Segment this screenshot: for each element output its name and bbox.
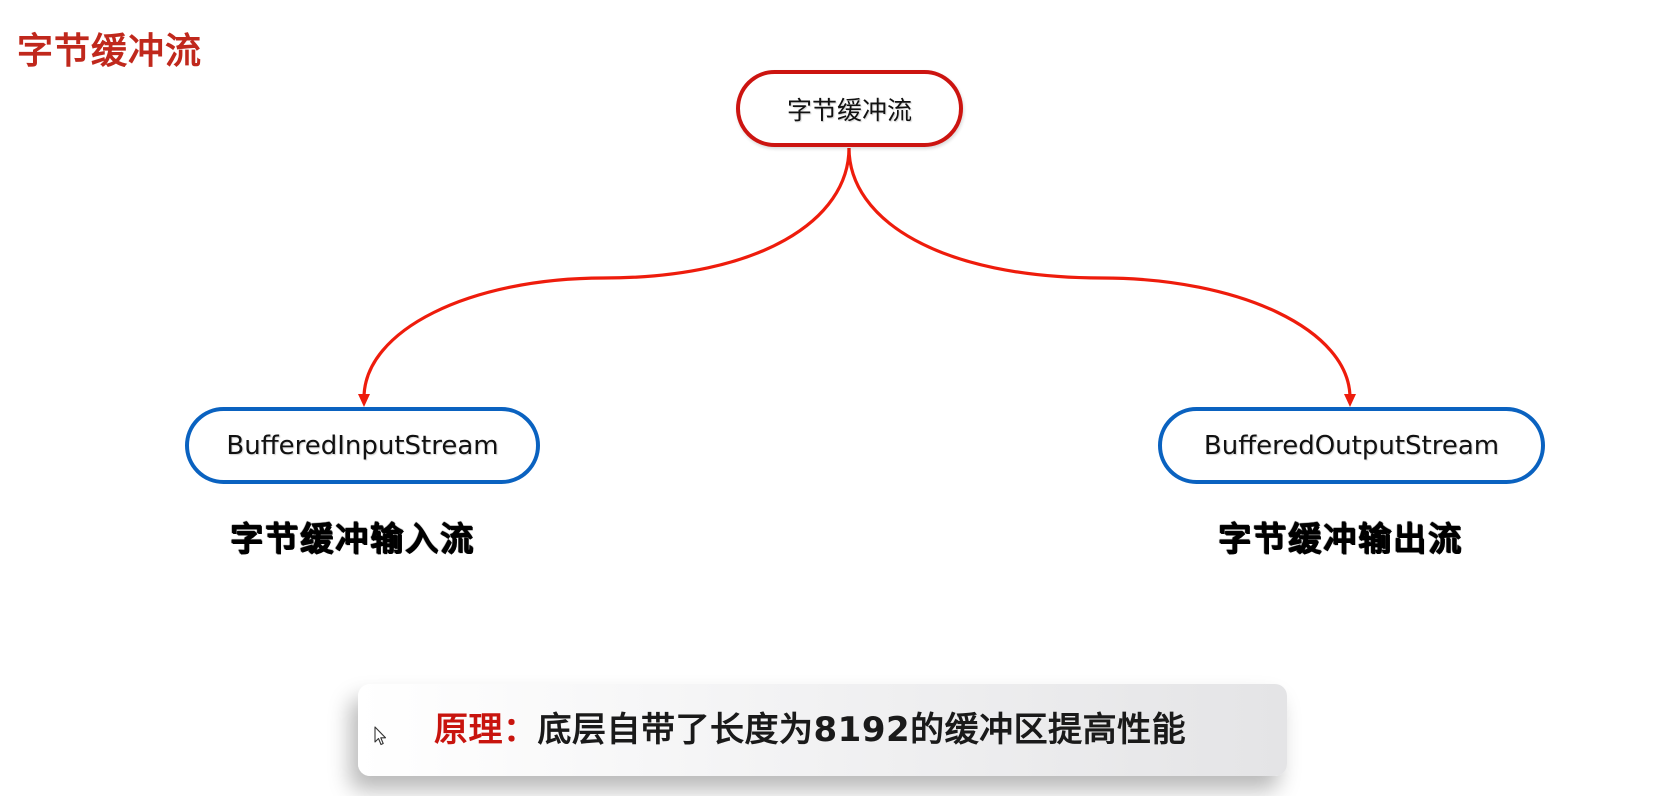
page-title: 字节缓冲流 [17, 31, 203, 72]
root-node-label: 字节缓冲流 [786, 95, 912, 125]
child-node-label: BufferedOutputStream [1203, 430, 1500, 461]
principle-caption: 原理：底层自带了长度为8192的缓冲区提高性能 [358, 684, 1287, 776]
child-sublabel-output: 字节缓冲输出流 [1218, 519, 1463, 558]
caption-key: 原理： [434, 710, 538, 750]
arrowhead-icon [358, 394, 370, 407]
caption-text: 原理：底层自带了长度为8192的缓冲区提高性能 [434, 702, 1186, 751]
child-sublabel-input: 字节缓冲输入流 [230, 519, 475, 558]
root-node: 字节缓冲流 [736, 70, 963, 147]
link-root-to-input [362, 147, 851, 399]
child-node-output: BufferedOutputStream [1158, 407, 1545, 484]
link-root-to-output [847, 147, 1352, 399]
child-node-input: BufferedInputStream [185, 407, 540, 484]
child-node-label: BufferedInputStream [226, 430, 499, 461]
arrowhead-icon [1344, 394, 1356, 407]
mouse-pointer-icon [374, 726, 387, 746]
caption-value: 底层自带了长度为8192的缓冲区提高性能 [537, 710, 1187, 750]
